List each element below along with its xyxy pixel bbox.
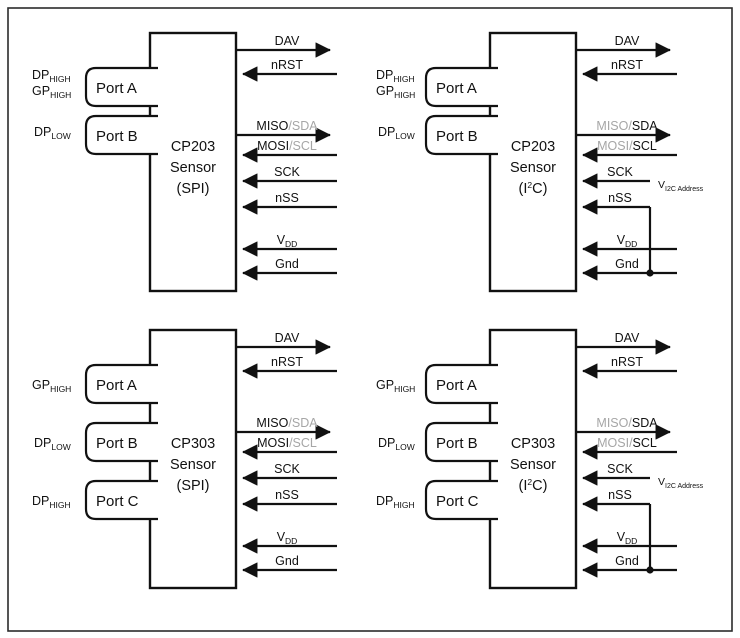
- pin-label-dp-low-b: DPLOW: [378, 125, 415, 141]
- port-a-label: Port A: [96, 80, 137, 97]
- signal-label-sck: SCK: [274, 165, 300, 179]
- i2c-address-voltage-label: VI2C Address: [658, 476, 704, 490]
- signal-label-nrst: nRST: [271, 58, 303, 72]
- sensor-body-cp303-i2c[interactable]: [488, 328, 578, 590]
- signal-label-mosi-scl: MOSI/SCL: [597, 436, 657, 450]
- signal-label-sck: SCK: [607, 165, 633, 179]
- signal-label-gnd: Gnd: [615, 554, 639, 568]
- panel-top-left: Port A Port B DPHIGH GPHIGH DPLOW CP203 …: [32, 31, 337, 293]
- signal-label-nrst: nRST: [611, 58, 643, 72]
- port-b-label: Port B: [96, 128, 138, 145]
- sensor-body-cp203-spi[interactable]: [148, 31, 238, 293]
- pin-label-gp-high-a: GPHIGH: [376, 378, 415, 394]
- signal-label-mosi-scl: MOSI/SCL: [257, 139, 317, 153]
- signal-label-nss: nSS: [275, 488, 299, 502]
- signal-label-miso-sda: MISO/SDA: [596, 119, 658, 133]
- port-a-label: Port A: [436, 80, 477, 97]
- signal-label-dav: DAV: [275, 331, 300, 345]
- chip-sensor-word: Sensor: [510, 160, 556, 176]
- pin-label-dp-low-b: DPLOW: [378, 436, 415, 452]
- pin-label-dp-high-c: DPHIGH: [376, 494, 415, 510]
- signal-label-nss: nSS: [275, 191, 299, 205]
- pin-label-dp-high-a: DPHIGH: [376, 68, 415, 84]
- pin-label-dp-low-b: DPLOW: [34, 436, 71, 452]
- chip-name: CP203: [171, 139, 215, 155]
- signal-label-sck: SCK: [274, 462, 300, 476]
- junction-dot-gnd: [646, 269, 654, 277]
- port-box-b[interactable]: [424, 421, 498, 463]
- port-a-label: Port A: [96, 377, 137, 394]
- panel-bottom-left: Port A Port B Port C GPHIGH DPLOW DPHIGH…: [32, 328, 337, 590]
- port-box-a[interactable]: [424, 363, 498, 405]
- signal-label-vdd: VDD: [617, 233, 638, 249]
- signal-label-vdd: VDD: [617, 530, 638, 546]
- signal-label-vdd: VDD: [277, 530, 298, 546]
- port-box-a[interactable]: [424, 66, 498, 108]
- port-b-label: Port B: [96, 435, 138, 452]
- signal-label-miso-sda: MISO/SDA: [256, 416, 318, 430]
- port-c-label: Port C: [96, 493, 139, 510]
- signal-label-miso-sda: MISO/SDA: [596, 416, 658, 430]
- sensor-body-cp203-i2c[interactable]: [488, 31, 578, 293]
- pin-label-gp-high-a: GPHIGH: [32, 84, 71, 100]
- panel-bottom-right: Port A Port B Port C GPHIGH DPLOW DPHIGH…: [376, 328, 704, 590]
- signal-label-miso-sda: MISO/SDA: [256, 119, 318, 133]
- signal-label-nss: nSS: [608, 191, 632, 205]
- chip-interface: (I2C): [519, 477, 548, 494]
- signal-label-gnd: Gnd: [615, 257, 639, 271]
- pin-label-dp-high-a: DPHIGH: [32, 68, 71, 84]
- pin-label-dp-low-b: DPLOW: [34, 125, 71, 141]
- signal-label-gnd: Gnd: [275, 257, 299, 271]
- panel-top-right: Port A Port B DPHIGH GPHIGH DPLOW CP203 …: [376, 31, 704, 293]
- port-box-b[interactable]: [84, 421, 158, 463]
- signal-label-vdd: VDD: [277, 233, 298, 249]
- i2c-address-voltage-label: VI2C Address: [658, 179, 704, 193]
- chip-name: CP203: [511, 139, 555, 155]
- signal-label-nss: nSS: [608, 488, 632, 502]
- port-b-label: Port B: [436, 128, 478, 145]
- signal-label-nrst: nRST: [271, 355, 303, 369]
- pin-label-gp-high-a: GPHIGH: [32, 378, 71, 394]
- port-b-label: Port B: [436, 435, 478, 452]
- port-box-a[interactable]: [84, 66, 158, 108]
- chip-sensor-word: Sensor: [170, 160, 216, 176]
- port-box-a[interactable]: [84, 363, 158, 405]
- diagram-frame: [7, 7, 733, 632]
- port-a-label: Port A: [436, 377, 477, 394]
- signal-label-dav: DAV: [275, 34, 300, 48]
- port-box-b[interactable]: [84, 114, 158, 156]
- signal-label-gnd: Gnd: [275, 554, 299, 568]
- signal-label-sck: SCK: [607, 462, 633, 476]
- chip-name: CP303: [511, 436, 555, 452]
- signal-label-dav: DAV: [615, 34, 640, 48]
- signal-label-nrst: nRST: [611, 355, 643, 369]
- chip-interface: (SPI): [176, 181, 209, 197]
- port-box-c[interactable]: [84, 479, 158, 521]
- chip-sensor-word: Sensor: [170, 457, 216, 473]
- pin-label-dp-high-c: DPHIGH: [32, 494, 71, 510]
- signal-label-mosi-scl: MOSI/SCL: [597, 139, 657, 153]
- signal-label-dav: DAV: [615, 331, 640, 345]
- port-box-b[interactable]: [424, 114, 498, 156]
- pin-label-gp-high-a: GPHIGH: [376, 84, 415, 100]
- chip-interface: (SPI): [176, 478, 209, 494]
- chip-name: CP303: [171, 436, 215, 452]
- chip-sensor-word: Sensor: [510, 457, 556, 473]
- chip-interface: (I2C): [519, 180, 548, 197]
- signal-label-mosi-scl: MOSI/SCL: [257, 436, 317, 450]
- port-box-c[interactable]: [424, 479, 498, 521]
- junction-dot-gnd: [646, 566, 654, 574]
- port-c-label: Port C: [436, 493, 479, 510]
